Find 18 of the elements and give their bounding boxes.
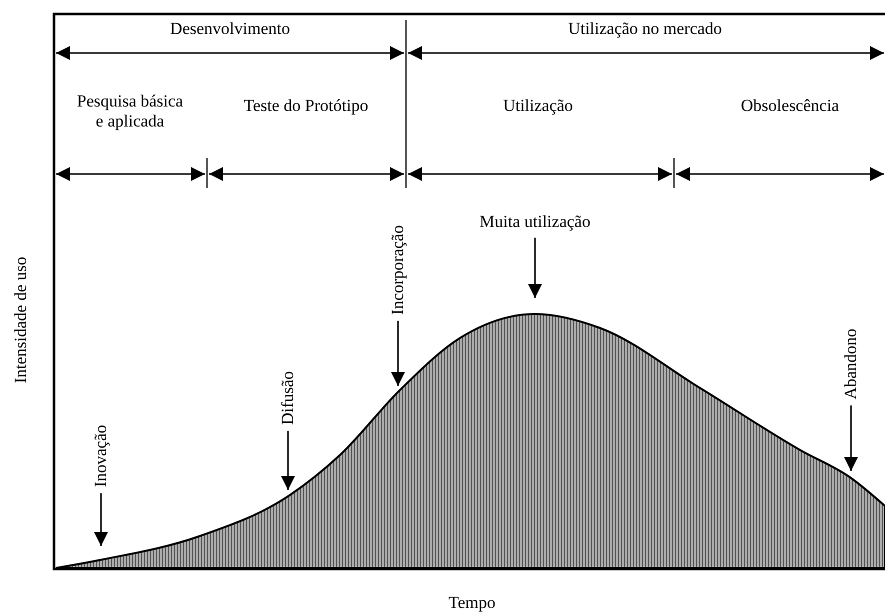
axis-title: Tempo: [448, 593, 496, 613]
event-label: Muita utilização: [480, 212, 590, 232]
pointer-arrow: [281, 430, 295, 490]
phase-label: Teste do Protótipo: [244, 96, 368, 116]
event-label: Inovação: [91, 424, 111, 488]
pointer-arrow: [844, 405, 858, 471]
pointer-arrow: [391, 320, 405, 386]
event-label: Abandono: [841, 328, 861, 400]
event-label: Incorporação: [388, 225, 408, 315]
phase-label: Utilização no mercado: [568, 19, 722, 39]
phase-label: Obsolescência: [740, 96, 840, 116]
phase-label: Utilização: [503, 96, 573, 116]
axis-title: Intensidade de uso: [11, 256, 31, 384]
pointer-arrow: [94, 493, 108, 546]
pointer-arrow: [528, 238, 542, 298]
phase-label: Pesquisa básica e aplicada: [76, 91, 184, 131]
event-label: Difusão: [278, 371, 298, 425]
phase-label: Desenvolvimento: [170, 19, 290, 39]
